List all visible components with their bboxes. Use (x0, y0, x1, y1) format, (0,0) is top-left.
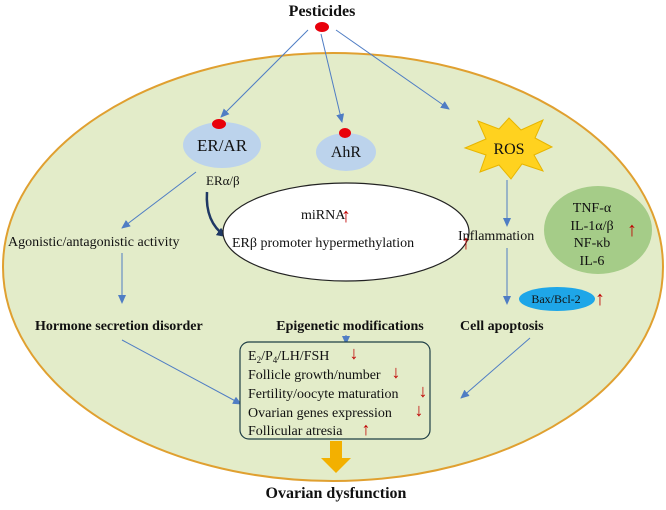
pesticides-title: Pesticides (289, 3, 356, 20)
arrow-pesticide-to-er (220, 29, 309, 118)
er-ar-label: ER/AR (197, 136, 248, 155)
pesticide-dot (315, 22, 329, 32)
outcome-arrow (321, 441, 351, 473)
ahr-label: AhR (331, 144, 362, 161)
effect-follicular-atresia-up-arrow: ↑ (362, 419, 371, 439)
cytokine-il1: IL-1α/β (570, 219, 613, 234)
ros-label: ROS (493, 141, 524, 158)
bax-bcl2-ellipse (519, 287, 595, 311)
ovarian-dysfunction-label: Ovarian dysfunction (266, 485, 407, 502)
cytokine-il6: IL-6 (580, 254, 605, 269)
agonistic-activity-label: Agonistic/antagonistic activity (8, 235, 179, 250)
effect-fertility: Fertility/oocyte maturation (248, 387, 398, 402)
cytokine-ellipse (544, 186, 652, 274)
erb-methylation-label: ERβ promoter hypermethylation (232, 236, 414, 251)
epigenetic-ellipse (222, 182, 470, 282)
arrow-apoptosis-to-effects (460, 337, 531, 399)
hormone-disorder-label: Hormone secretion disorder (35, 319, 203, 334)
erb-methylation-up-arrow: ↑ (461, 232, 471, 254)
effect-follicular-atresia: Follicular atresia (248, 424, 343, 439)
effect-ovarian-genes: Ovarian genes expression (248, 406, 392, 421)
bax-up-arrow: ↑ (595, 288, 605, 310)
effect-hormones-down-arrow: ↓ (350, 343, 359, 363)
cytokine-nfkb: NF-κb (574, 236, 611, 251)
bax-bcl2-label: Bax/Bcl-2 (531, 292, 580, 306)
effect-follicle-growth-down-arrow: ↓ (392, 362, 401, 382)
ros-starburst (463, 117, 554, 180)
er-ar-ligand-dot (212, 119, 226, 129)
effect-fertility-down-arrow: ↓ (419, 381, 428, 401)
effects-box (239, 341, 431, 440)
cytokine-up-arrow: ↑ (627, 219, 637, 241)
effect-hormones: E2/P4/LH/FSH (248, 349, 329, 365)
arrow-disorder-to-effects (121, 339, 242, 405)
arrow-pesticide-to-ahr (320, 33, 345, 123)
arrow-pesticide-to-ros (335, 29, 450, 110)
cell-apoptosis-label: Cell apoptosis (460, 319, 544, 334)
er-ar-receptor (183, 122, 261, 168)
inflammation-label: Inflammation (458, 229, 534, 244)
ahr-receptor (316, 133, 376, 171)
effect-follicle-growth: Follicle growth/number (248, 368, 381, 383)
ahr-ligand-dot (339, 128, 351, 138)
mirna-label: miRNA (301, 208, 346, 223)
arrow-er-to-epigenetic (205, 191, 227, 238)
epigenetic-heading: Epigenetic modifications (276, 319, 424, 334)
arrow-er-to-activity (121, 171, 197, 229)
er-alpha-beta-label: ERα/β (206, 173, 240, 188)
effect-ovarian-genes-down-arrow: ↓ (415, 400, 424, 420)
cytokine-tnf: TNF-α (573, 201, 612, 216)
mirna-up-arrow: ↑ (341, 205, 351, 227)
